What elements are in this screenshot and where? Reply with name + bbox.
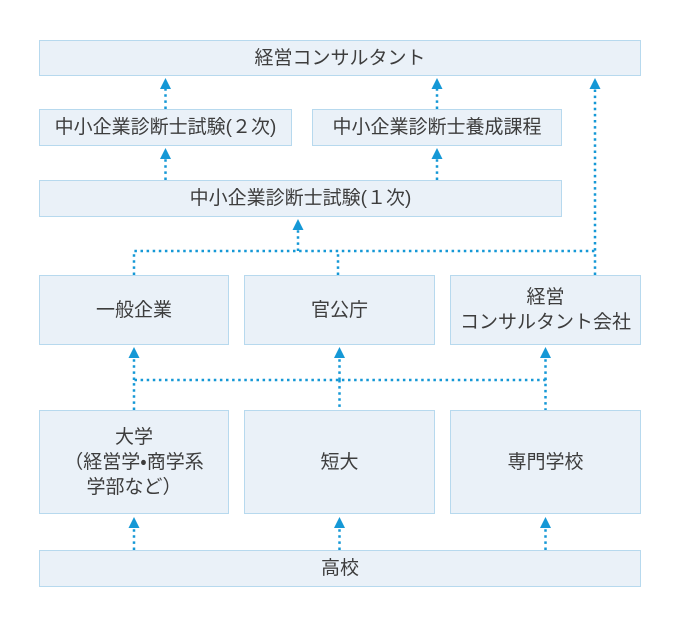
edge-highschool-to-junior (334, 517, 345, 550)
node-label-sme-training-course: 中小企業診断士養成課程 (332, 117, 542, 138)
edge-rail-to-general-company (128, 347, 140, 380)
node-university: 大学 （経営学・商学系 学部など） (39, 410, 229, 514)
node-label-government-office: 官公庁 (310, 299, 368, 321)
node-vocational-school: 専門学校 (450, 410, 641, 514)
arrowhead-icon (334, 517, 345, 528)
node-label-management-consultant: 経営コンサルタント (254, 47, 426, 69)
node-sme-exam-1st: 中小企業診断士試験(１次) (39, 180, 562, 217)
node-label-university: 大学 （経営学・商学系 学部など） (64, 426, 204, 498)
arrowhead-icon (431, 78, 443, 89)
node-label-sme-exam-1st: 中小企業診断士試験(１次) (189, 188, 412, 209)
edge-workplace-rail (132, 249, 595, 275)
edge-highschool-to-vocational (540, 517, 551, 550)
arrowhead-icon (292, 219, 304, 230)
node-label-high-school: 高校 (320, 558, 359, 579)
node-high-school: 高校 (39, 550, 641, 587)
edge-rail-to-firm (540, 347, 551, 380)
node-sme-training-course: 中小企業診断士養成課程 (312, 109, 562, 146)
arrowhead-icon (128, 347, 140, 358)
arrowhead-icon (128, 517, 140, 528)
arrowhead-icon (160, 78, 171, 89)
arrowhead-icon (540, 517, 551, 528)
node-label-vocational-school: 専門学校 (507, 451, 584, 473)
node-junior-college: 短大 (244, 410, 435, 514)
arrowhead-icon (589, 78, 601, 89)
arrowhead-icon (540, 347, 551, 358)
edge-exam1-to-exam2 (160, 148, 171, 180)
node-label-general-company: 一般企業 (95, 299, 172, 321)
arrowhead-icon (334, 347, 345, 358)
edge-exam1-to-training (431, 148, 443, 180)
edge-firm-to-consultant (589, 78, 601, 275)
node-management-consultant: 経営コンサルタント (39, 40, 641, 76)
node-label-sme-exam-2nd: 中小企業診断士試験(２次) (54, 117, 277, 138)
edge-rail-to-government (334, 347, 345, 380)
node-sme-exam-2nd: 中小企業診断士試験(２次) (39, 109, 292, 146)
arrowhead-icon (431, 148, 443, 159)
edge-exam2-to-consultant (160, 78, 171, 109)
dotted-connector (132, 249, 595, 275)
node-consulting-firm: 経営 コンサルタント会社 (450, 275, 641, 345)
node-label-consulting-firm: 経営 コンサルタント会社 (459, 287, 631, 333)
arrowhead-icon (160, 148, 171, 159)
node-label-junior-college: 短大 (320, 451, 359, 473)
edge-training-to-consultant (431, 78, 443, 109)
edge-rail-to-exam1 (292, 219, 304, 251)
edge-highschool-to-university (128, 517, 140, 550)
node-general-company: 一般企業 (39, 275, 229, 345)
node-government-office: 官公庁 (244, 275, 435, 345)
